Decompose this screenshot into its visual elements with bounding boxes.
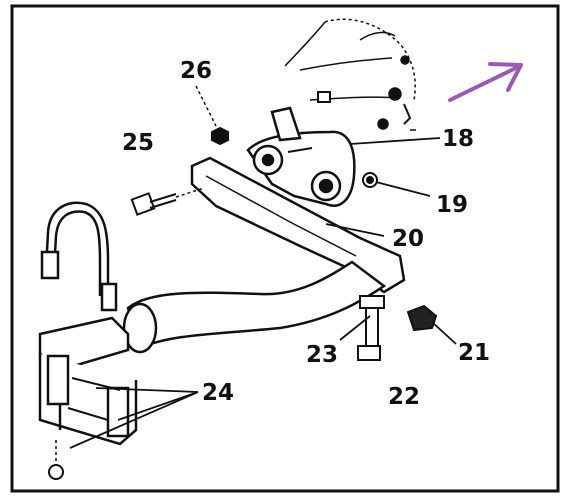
part-number-19: 19 [436, 192, 469, 218]
bolt-25-icon [130, 192, 177, 216]
clamp-body [38, 316, 138, 446]
crossmember [190, 156, 406, 294]
leader-lines-24 [69, 387, 199, 449]
part-number-24: 24 [202, 380, 235, 406]
clip-21-icon [406, 304, 438, 332]
part-number-21: 21 [458, 340, 491, 366]
clamp-nut-icon [48, 464, 64, 480]
housing-bolt-icon [317, 91, 331, 103]
transmission-mount-bracket [246, 106, 356, 207]
part-number-25: 25 [122, 130, 155, 156]
part-number-20: 20 [392, 226, 425, 252]
part-number-23: 23 [306, 342, 339, 368]
part-number-26: 26 [180, 58, 213, 84]
part-number-22: 22 [388, 384, 421, 410]
u-bolt-clamp [40, 201, 118, 312]
part-number-18: 18 [442, 126, 475, 152]
transmission-housing [284, 18, 416, 131]
page-border [10, 4, 560, 493]
nut-22-icon [357, 345, 381, 361]
purple-arrow-icon [448, 62, 523, 102]
exhaust-pipe [122, 260, 387, 354]
nut-19-icon [362, 172, 378, 188]
leader-lines [325, 137, 457, 345]
nut-26-icon [211, 126, 229, 146]
